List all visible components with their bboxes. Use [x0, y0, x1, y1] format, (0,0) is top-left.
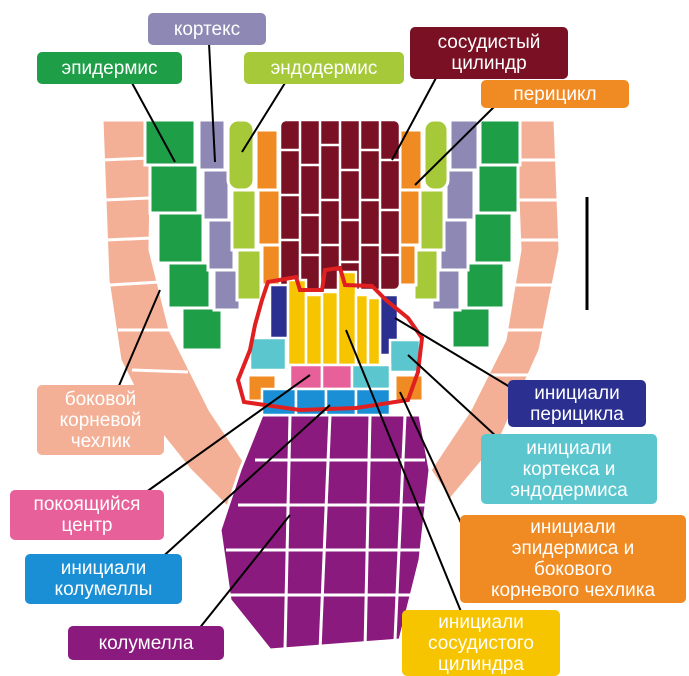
- label-vascular-cylinder: сосудистый цилиндр: [410, 27, 568, 79]
- label-endodermis: эндодермис: [244, 52, 404, 84]
- label-cortex: кортекс: [148, 13, 266, 45]
- label-pericycle: перицикл: [481, 80, 629, 108]
- columella-tissue: [220, 415, 430, 650]
- label-epidermis-cap-initials: инициали эпидермиса и бокового корневого…: [460, 515, 686, 603]
- quiescent-center-cells: [290, 365, 352, 389]
- label-pericycle-initials: инициали перицикла: [508, 380, 646, 427]
- cortex-endo-initial-left: [250, 338, 286, 370]
- label-cortex-endodermis-initials: инициали кортекса и эндодермиса: [481, 434, 657, 504]
- label-quiescent-center: покоящийся центр: [10, 490, 164, 540]
- label-columella-initials: инициали колумеллы: [25, 554, 182, 604]
- vascular-cylinder-tissue: [280, 120, 400, 290]
- label-epidermis: эпидермис: [37, 52, 182, 84]
- label-vascular-initials: инициали сосудистого цилиндра: [402, 610, 560, 676]
- label-lateral-root-cap: боковой корневой чехлик: [37, 385, 164, 455]
- label-columella: колумелла: [68, 626, 224, 660]
- cortex-endo-initial-right: [390, 340, 420, 372]
